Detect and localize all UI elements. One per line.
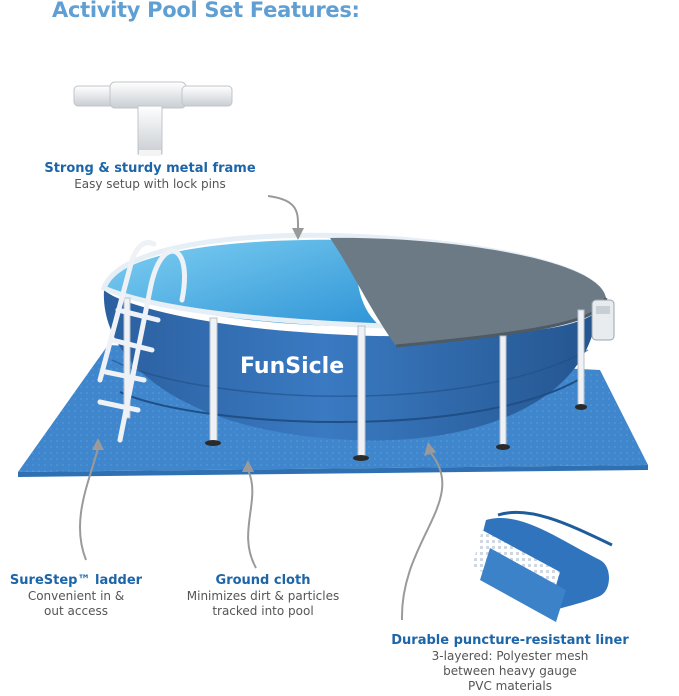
feature-liner-heading: Durable puncture-resistant liner	[391, 633, 629, 648]
callout-arrows	[78, 195, 444, 621]
page-title: Activity Pool Set Features:	[52, 0, 360, 22]
feature-frame-line-1: Easy setup with lock pins	[74, 177, 226, 191]
feature-ladder: SureStep™ ladder Convenient in & out acc…	[0, 572, 156, 619]
feature-liner-line-2: between heavy gauge	[443, 664, 577, 678]
filter-pump	[591, 299, 615, 341]
pool-wall	[103, 290, 596, 441]
arrow-cloth	[247, 469, 257, 569]
feature-frame: Strong & sturdy metal frame Easy setup w…	[40, 160, 260, 192]
arrow-liner	[400, 451, 444, 621]
frame-connector-image	[73, 81, 233, 156]
feature-liner: Durable puncture-resistant liner 3-layer…	[370, 632, 650, 694]
brand-logo: FunSicle	[240, 354, 344, 379]
feature-ground-cloth-line-1: Minimizes dirt & particles	[186, 589, 340, 603]
feature-ground-cloth-heading: Ground cloth	[215, 573, 311, 588]
feature-ground-cloth-line-2: tracked into pool	[212, 604, 314, 618]
arrow-ladder	[78, 447, 99, 561]
pool-cover	[330, 237, 606, 346]
feature-liner-line-3: PVC materials	[468, 679, 552, 693]
liner-sample-image	[472, 510, 613, 622]
feature-ladder-line-2: out access	[44, 604, 108, 618]
feature-ground-cloth: Ground cloth Minimizes dirt & particles …	[168, 572, 358, 619]
feature-liner-line-1: 3-layered: Polyester mesh	[431, 649, 589, 663]
feature-frame-heading: Strong & sturdy metal frame	[44, 161, 256, 176]
arrow-frame	[267, 195, 300, 231]
pool-ladder	[97, 240, 187, 443]
frame-legs	[123, 297, 585, 457]
feature-ladder-heading: SureStep™ ladder	[9, 573, 143, 588]
feature-ladder-line-1: Convenient in &	[27, 589, 125, 603]
